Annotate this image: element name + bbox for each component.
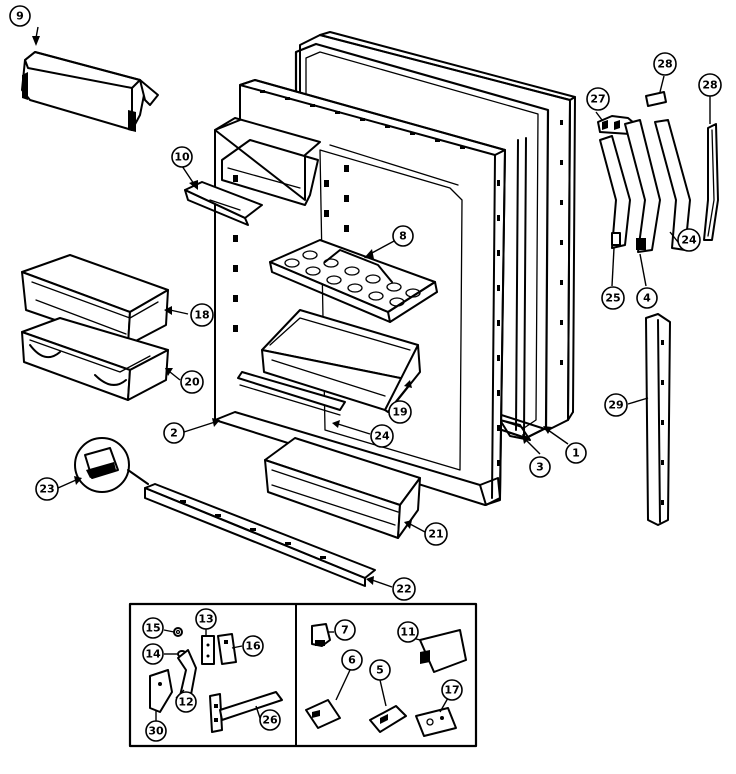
callout-15: 15 — [142, 617, 164, 639]
callout-24-trim: 24 — [370, 424, 394, 448]
callout-28-pad: 28 — [653, 52, 677, 76]
callout-23: 23 — [35, 477, 59, 501]
hinge-hardware-group — [149, 627, 283, 733]
callout-label: 1 — [572, 447, 580, 460]
callout-9-dairy-door: 9 — [9, 5, 31, 27]
callout-3: 3 — [529, 456, 551, 478]
callout-label: 27 — [590, 93, 605, 106]
callout-label: 29 — [608, 399, 623, 412]
callout-13: 13 — [195, 608, 217, 630]
door-bin-part-21 — [264, 437, 421, 539]
callout-label: 22 — [396, 583, 411, 596]
callout-label: 15 — [145, 622, 160, 635]
bottom-trim-part-22 — [144, 483, 376, 587]
callout-label: 16 — [245, 640, 261, 653]
callout-label: 28 — [657, 58, 672, 71]
vertical-trim-part-29 — [645, 313, 671, 526]
callout-1: 1 — [565, 442, 587, 464]
callout-17: 17 — [441, 679, 463, 701]
callout-label: 13 — [198, 613, 213, 626]
callout-26: 26 — [259, 709, 281, 731]
callout-label: 23 — [39, 483, 54, 496]
hinge-parts — [597, 91, 719, 253]
callout-label: 26 — [262, 714, 278, 727]
callout-14: 14 — [142, 643, 164, 665]
callout-label: 6 — [348, 654, 356, 667]
callout-label: 28 — [702, 79, 717, 92]
callout-label: 9 — [16, 10, 24, 23]
callout-4: 4 — [636, 287, 658, 309]
callout-label: 21 — [428, 528, 443, 541]
hardware-inset-box — [128, 602, 478, 748]
callout-6: 6 — [341, 649, 363, 671]
callout-label: 8 — [399, 230, 407, 243]
callout-7: 7 — [334, 619, 356, 641]
callout-16: 16 — [242, 635, 264, 657]
callout-24-strap: 24 — [677, 228, 701, 252]
callout-10: 10 — [171, 146, 193, 168]
callout-28-rod: 28 — [698, 73, 722, 97]
callout-29: 29 — [604, 393, 628, 417]
latch-hardware-group — [305, 623, 467, 737]
callout-18: 18 — [190, 303, 214, 327]
callout-label: 25 — [605, 292, 620, 305]
callout-8: 8 — [392, 225, 414, 247]
callout-19: 19 — [388, 400, 412, 424]
detail-circle-part-23 — [74, 437, 149, 493]
callout-20: 20 — [180, 370, 204, 394]
dairy-door-part-9 — [21, 51, 159, 132]
callout-label: 19 — [392, 406, 407, 419]
callout-label: 17 — [444, 684, 459, 697]
callout-12: 12 — [175, 691, 197, 713]
callout-11: 11 — [397, 621, 419, 643]
callout-label: 11 — [400, 626, 415, 639]
callout-label: 5 — [376, 664, 384, 677]
callout-label: 20 — [184, 376, 200, 389]
callout-label: 7 — [341, 624, 349, 637]
callout-25: 25 — [601, 286, 625, 310]
egg-tray-part-8 — [269, 239, 438, 323]
door-bin-part-20 — [21, 317, 169, 401]
callout-label: 12 — [178, 696, 193, 709]
callout-22: 22 — [392, 577, 416, 601]
callout-label: 4 — [643, 292, 651, 305]
callout-27: 27 — [586, 87, 610, 111]
callout-label: 10 — [174, 151, 190, 164]
callout-21: 21 — [424, 522, 448, 546]
trim-strip-part-24 — [237, 371, 346, 416]
callout-2: 2 — [163, 422, 185, 444]
door-bin-part-18 — [21, 254, 169, 346]
callout-label: 30 — [148, 725, 164, 738]
callout-label: 2 — [170, 427, 178, 440]
callout-30: 30 — [145, 720, 167, 742]
callout-label: 24 — [681, 234, 697, 247]
callout-label: 14 — [145, 648, 161, 661]
callout-5: 5 — [369, 659, 391, 681]
callout-label: 24 — [374, 430, 390, 443]
door-bin-part-19 — [261, 309, 421, 413]
callout-label: 3 — [536, 461, 544, 474]
callout-label: 18 — [194, 309, 209, 322]
